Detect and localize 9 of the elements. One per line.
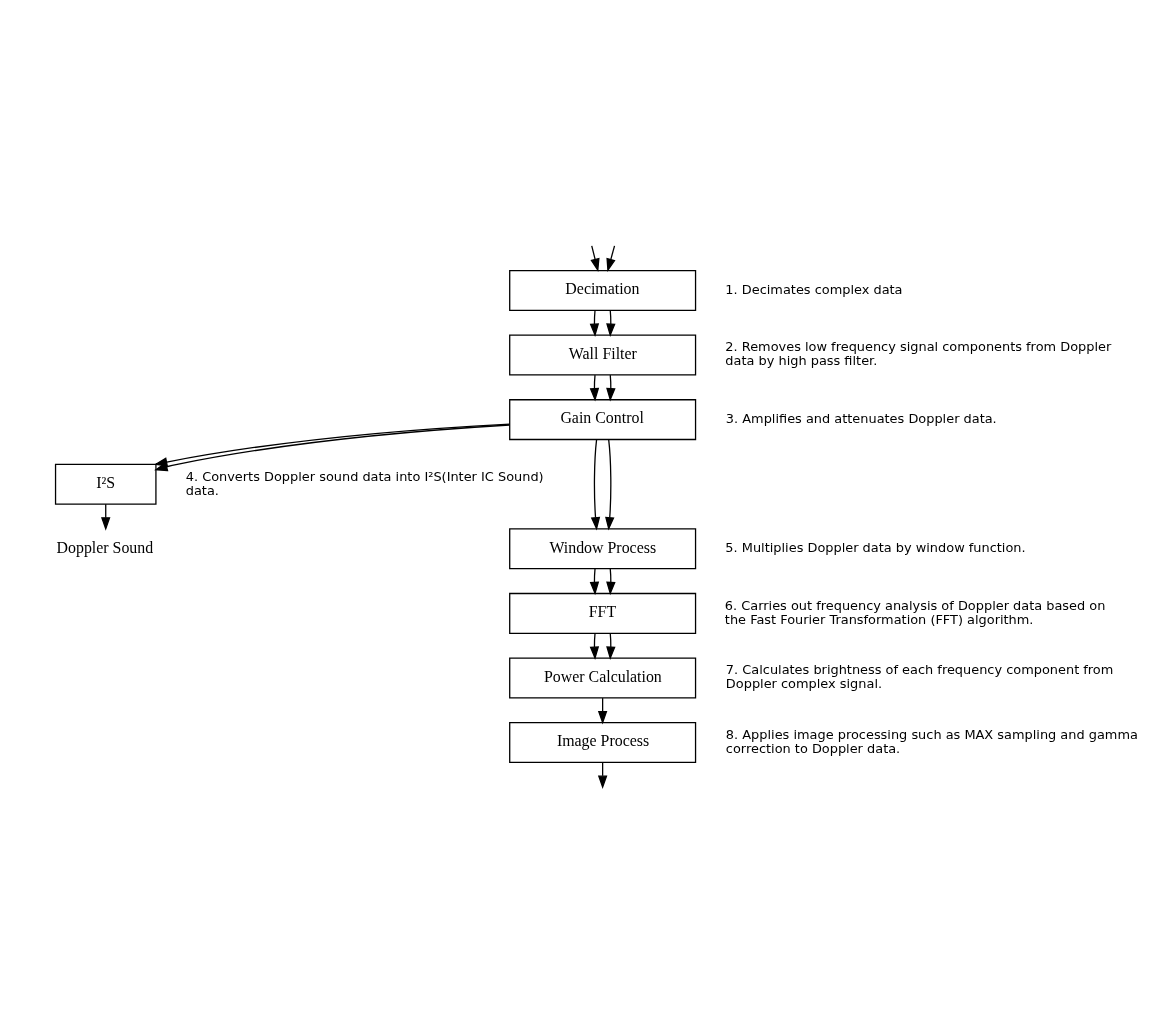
node-label: 2. Removes low frequency signal components from Doppler data by high pass filter.	[725, 339, 1112, 369]
node-text: Doppler Sound	[56, 538, 154, 556]
node-label: 5. Multiplies Doppler data by window function.	[725, 540, 1026, 556]
node-label: 4. Converts Doppler sound data into I²S(Inter IC Sound) data.	[185, 468, 544, 498]
node-label: 8. Applies image processing such as MAX sampling and gamma correction to Doppler data.	[725, 727, 1138, 756]
node-label: 7. Calculates brightness of each frequency component from Doppler complex signal.	[725, 662, 1114, 692]
node-label: 3. Amplifies and attenuates Doppler data.	[725, 410, 997, 426]
node-label: 6. Carries out frequency analysis of Doppler data based on the Fast Fourier Transformation (FFT) algorithm.	[724, 597, 1106, 627]
node-label: 1. Decimates complex data	[725, 281, 903, 297]
